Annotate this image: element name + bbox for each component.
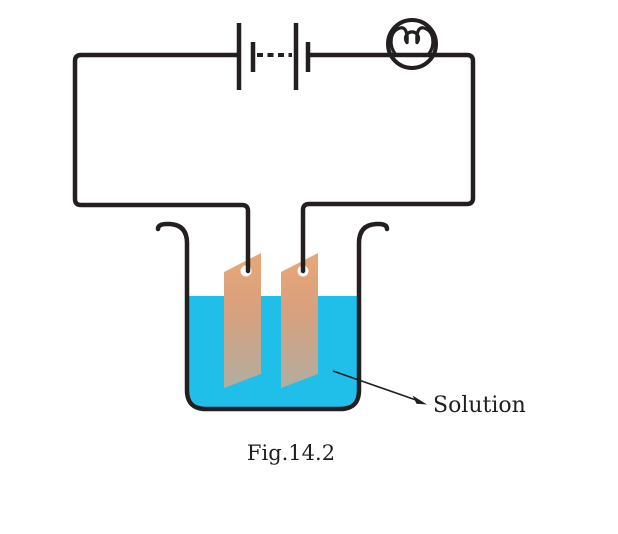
solution-pointer-line: [332, 370, 417, 401]
right-electrode-plate: [281, 253, 318, 388]
bulb-outline: [386, 18, 438, 70]
solution-label: Solution: [433, 393, 526, 418]
bulb-filament-loop: [403, 30, 421, 45]
solution-pointer-head: [412, 395, 427, 405]
figure-caption: Fig.14.2: [247, 441, 335, 465]
wire-left-loop: [72, 52, 251, 274]
right-electrode: [281, 253, 318, 388]
solution-pointer-arrow: [332, 370, 427, 405]
wire-right-loop: [300, 52, 476, 274]
left-electrode-plate: [224, 253, 261, 388]
bulb-icon: [386, 18, 438, 70]
beaker-outline: [155, 221, 390, 412]
solution-liquid: [189, 296, 357, 407]
battery-icon: [236, 23, 311, 90]
left-electrode: [224, 253, 261, 388]
